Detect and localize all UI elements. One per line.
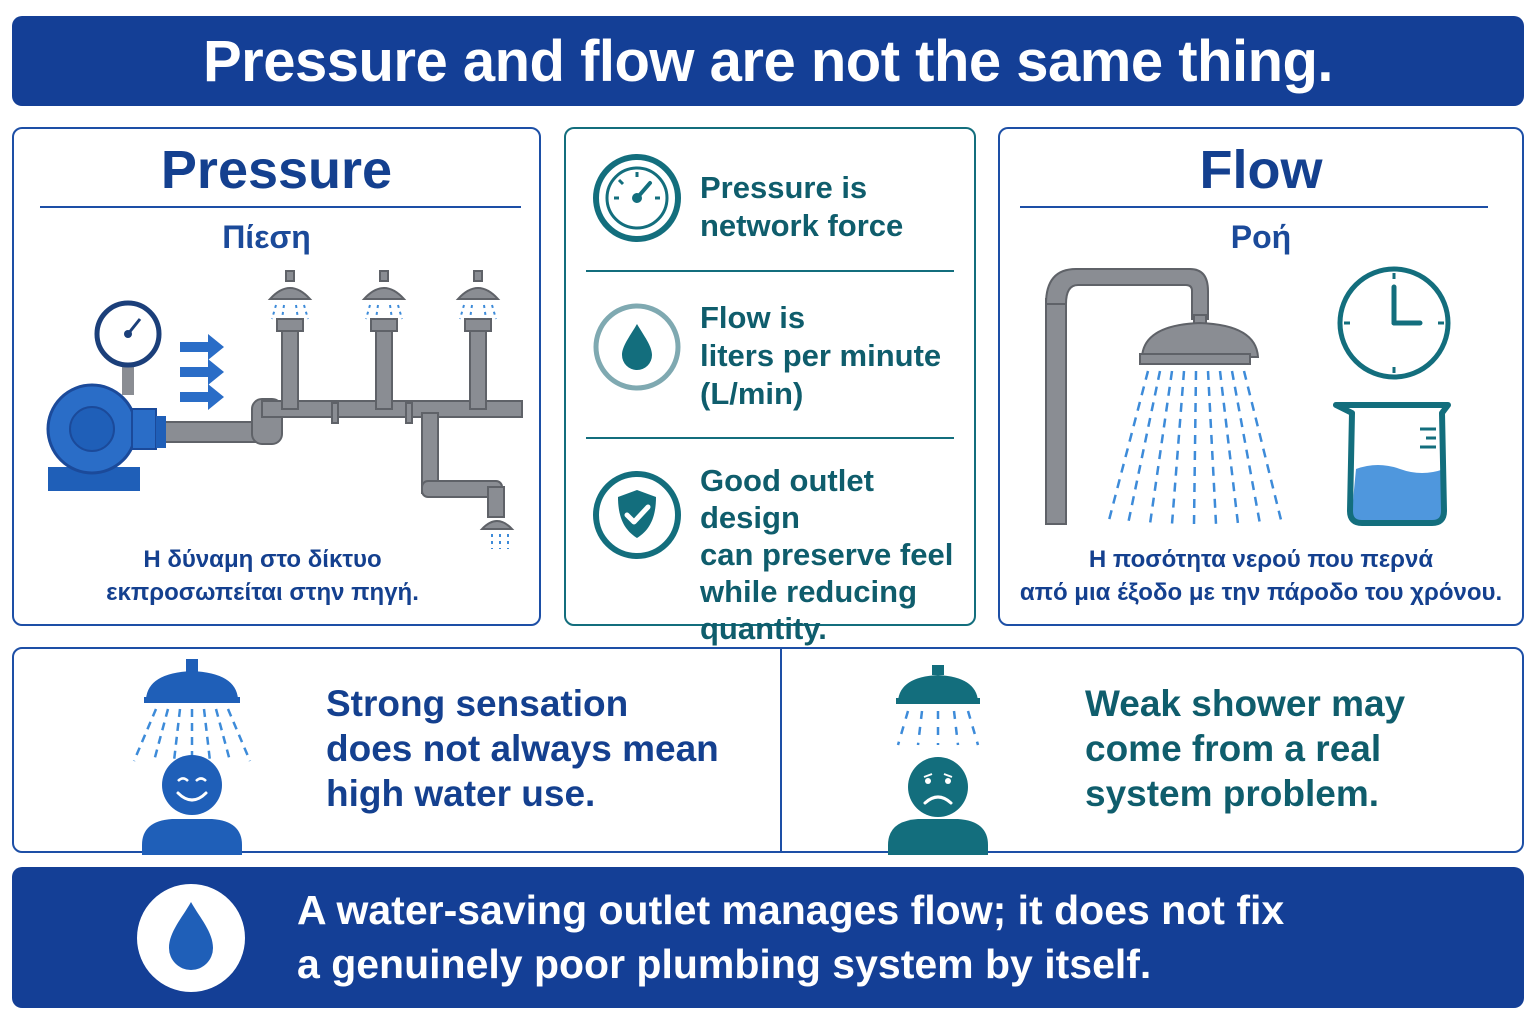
outlet-design-note: Good outlet design can preserve feel whi… bbox=[700, 462, 974, 647]
shower-flow-illustration bbox=[1044, 266, 1451, 526]
pressure-subtitle: Πίεση bbox=[222, 219, 311, 255]
comparison-row: Strong sensation does not always mean hi… bbox=[12, 647, 1524, 855]
flow-definition: Flow is liters per minute (L/min) bbox=[700, 299, 941, 413]
page-title: Pressure and flow are not the same thing… bbox=[202, 28, 1334, 94]
text-line: Weak shower may bbox=[1085, 683, 1406, 724]
flow-card: Flow Ροή bbox=[998, 127, 1524, 626]
pressure-caption: Η δύναμη στο δίκτυο εκπροσωπείται στην π… bbox=[0, 543, 525, 609]
pump-pipe-network-illustration bbox=[46, 270, 523, 549]
pressure-gauge-icon bbox=[94, 300, 162, 368]
definitions-card: Pressure is network force Flow is liters… bbox=[564, 127, 976, 646]
definition-line: while reducing bbox=[700, 574, 918, 609]
flow-title: Flow bbox=[1199, 140, 1323, 200]
footer-message: A water-saving outlet manages flow; it d… bbox=[297, 883, 1284, 991]
footer-line: a genuinely poor plumbing system by itse… bbox=[297, 941, 1152, 987]
divider bbox=[586, 270, 954, 272]
divider bbox=[780, 649, 782, 851]
strong-sensation-text: Strong sensation does not always mean hi… bbox=[326, 681, 719, 816]
flow-caption-line2: από μια έξοδο με την πάροδο του χρόνου. bbox=[1019, 579, 1503, 606]
divider bbox=[586, 437, 954, 439]
definition-line: liters per minute bbox=[700, 338, 942, 373]
text-line: Strong sensation bbox=[326, 683, 629, 724]
flow-caption-line1: Η ποσότητα νερού που περνά bbox=[1088, 546, 1434, 573]
definition-line: can preserve feel bbox=[700, 537, 954, 572]
sad-person-shower-icon bbox=[888, 665, 988, 855]
flow-subtitle: Ροή bbox=[1230, 219, 1292, 255]
text-line: high water use. bbox=[326, 773, 596, 814]
pressure-gauge-icon bbox=[593, 154, 681, 242]
definition-line: quantity. bbox=[700, 611, 827, 646]
footer-banner: A water-saving outlet manages flow; it d… bbox=[12, 867, 1524, 1008]
pressure-caption-line1: Η δύναμη στο δίκτυο bbox=[143, 546, 382, 573]
happy-person-shower-icon bbox=[132, 659, 252, 855]
footer-line: A water-saving outlet manages flow; it d… bbox=[297, 887, 1285, 933]
definition-line: Good outlet design bbox=[700, 463, 874, 535]
pressure-card: Pressure Πίεση bbox=[12, 127, 541, 626]
flow-caption: Η ποσότητα νερού που περνά από μια έξοδο… bbox=[1000, 543, 1522, 609]
pump-icon bbox=[46, 365, 166, 491]
shield-check-icon bbox=[593, 471, 681, 559]
text-line: system problem. bbox=[1085, 773, 1380, 814]
definition-line: Pressure is bbox=[700, 170, 868, 205]
weak-shower-text: Weak shower may come from a real system … bbox=[1085, 681, 1405, 816]
text-line: come from a real bbox=[1085, 728, 1382, 769]
pressure-title-rule bbox=[40, 206, 521, 208]
pressure-caption-line2: εκπροσωπείται στην πηγή. bbox=[106, 579, 419, 606]
text-line: does not always mean bbox=[326, 728, 719, 769]
beaker-icon bbox=[1333, 402, 1451, 526]
clock-icon bbox=[1337, 266, 1451, 380]
flow-title-rule bbox=[1020, 206, 1488, 208]
header-banner: Pressure and flow are not the same thing… bbox=[12, 16, 1524, 106]
pressure-title: Pressure bbox=[160, 140, 393, 200]
definition-line: network force bbox=[700, 208, 904, 243]
pressure-definition: Pressure is network force bbox=[700, 169, 903, 245]
definition-line: (L/min) bbox=[700, 376, 804, 411]
water-drop-icon bbox=[137, 884, 245, 992]
water-drop-icon bbox=[593, 303, 681, 391]
definition-line: Flow is bbox=[700, 300, 806, 335]
